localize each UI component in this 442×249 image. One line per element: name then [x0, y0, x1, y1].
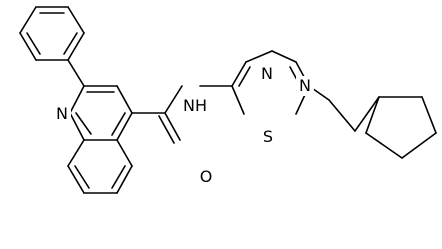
bond: [67, 165, 85, 194]
bond: [67, 59, 85, 87]
bond: [116, 112, 133, 141]
bond: [19, 32, 37, 61]
bond: [271, 50, 297, 63]
bond: [238, 66, 251, 87]
phenyl-ring: [19, 6, 85, 61]
amide-group: [131, 85, 183, 144]
bond: [231, 85, 245, 115]
quinoline-nitrogen-label: N: [56, 104, 68, 123]
carbonyl-oxygen-label: O: [200, 167, 213, 186]
bond: [67, 32, 85, 61]
bond: [231, 61, 247, 87]
amide-nitrogen-label: NH: [183, 96, 207, 115]
bond: [111, 165, 126, 189]
bond: [365, 96, 380, 134]
thiadiazole-sulfur-label: S: [263, 127, 273, 146]
bond: [158, 115, 175, 144]
bond: [19, 6, 37, 34]
bond: [116, 165, 133, 194]
thiadiazole-nitrogen-4-label: N: [299, 76, 311, 95]
cyclopentylmethyl-group: [308, 85, 437, 159]
bond: [75, 112, 92, 135]
atom-labels: N NH O N N S: [53, 64, 314, 188]
bond: [401, 132, 437, 159]
bond: [69, 85, 85, 114]
thiadiazole-ring: [199, 50, 310, 115]
bond: [245, 50, 273, 63]
bond: [116, 139, 133, 167]
thiadiazole-nitrogen-3-label: N: [261, 64, 273, 83]
bond: [328, 99, 356, 132]
bond: [164, 85, 183, 114]
bond: [365, 132, 403, 159]
bond: [67, 139, 85, 167]
bond: [69, 112, 85, 141]
bond: [421, 96, 437, 134]
bond: [164, 112, 181, 141]
bond: [67, 6, 85, 34]
bond: [26, 32, 41, 55]
bond: [111, 112, 126, 136]
bond: [116, 85, 133, 114]
quinoline-ring: [67, 85, 133, 194]
bond: [63, 32, 78, 55]
bond: [354, 96, 380, 132]
bond: [74, 165, 90, 189]
